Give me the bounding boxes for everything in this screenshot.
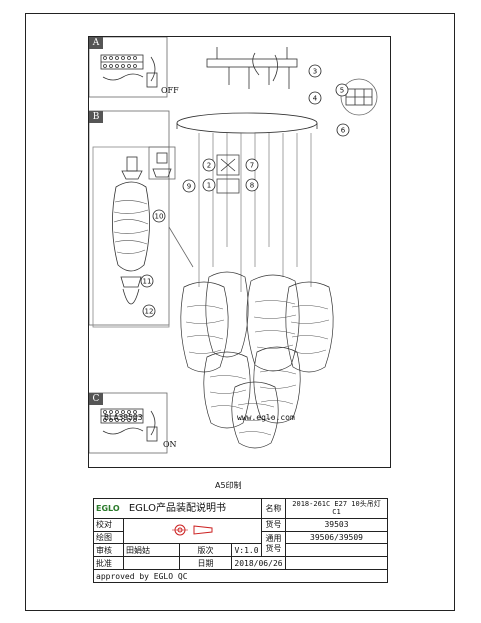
date-label: 日期 [179,556,232,571]
model-code: BLA39503 [104,413,143,422]
socket-zoom [148,146,176,180]
draw-value: 田娟姑 [123,543,180,558]
assembly-illustration: 3 4 5 6 2 7 1 8 9 10 11 12 OFF ON [89,37,378,454]
callout-12: 12 [145,308,154,316]
ceiling-bracket [206,58,298,68]
shade-swirls [185,300,330,436]
wires-a [102,73,144,81]
glass-shades [180,271,334,449]
callout-3: 3 [313,68,317,76]
bracket-wire-2 [272,54,278,82]
projection-symbol [123,517,262,545]
switch-off-label: OFF [161,86,179,95]
glass-shade-detail [112,181,150,272]
item-no-label: 货号 [261,517,286,532]
section-c-box [89,392,168,454]
switch-off-icon [146,72,158,88]
cable-clamp-detail [216,154,240,176]
assembly-drawing: 3 4 5 6 2 7 1 8 9 10 11 12 OFF ON A B C [88,36,391,468]
callout-6: 6 [341,127,346,135]
website-link[interactable]: www.eglo.com [237,413,295,422]
callout-5: 5 [340,87,344,95]
callout-10: 10 [155,213,164,221]
bulb [122,288,140,305]
review-label: 审核 [93,543,124,558]
version-label: 版次 [179,543,232,558]
callout-11: 11 [143,278,152,286]
socket-top [126,156,138,172]
date-value: 2018/06/26 [231,556,286,571]
callout-7: 7 [250,162,254,170]
terminal-screws-a [103,56,137,68]
section-b-label: B [89,111,103,123]
universal-label: 通用货号 [261,530,286,558]
item-no-value: 39503 [285,517,388,532]
callout-markers [140,64,350,318]
universal-value: 39506/39509 [285,530,388,545]
callout-8: 8 [250,182,254,190]
section-a-box [89,37,168,98]
connector-zoom [340,78,378,116]
canopy-plate [176,112,318,134]
section-c-label: C [89,393,103,405]
callout-2: 2 [207,162,211,170]
projection-icon [171,524,212,536]
switch-on-label: ON [163,440,177,449]
doc-header: EGLO EGLO产品装配说明书 [93,498,262,519]
name-label: 名称 [261,498,286,519]
callout-1: 1 [207,182,211,190]
lamp-bulb-cap [120,276,142,288]
draw-label: 绘图 [93,530,124,545]
document-title: EGLO产品装配说明书 [128,502,226,514]
callout-4: 4 [313,95,318,103]
approve-label: 批准 [93,556,124,571]
callout-9: 9 [187,183,191,191]
eglo-logo: EGLO [96,503,120,513]
section-a-label: A [89,37,103,49]
bracket-wire [252,52,260,76]
switch-on-icon [146,426,158,442]
approved-by: approved by EGLO QC [93,569,388,583]
check-label: 校对 [93,517,124,532]
version-value: V:1.0 [231,543,262,558]
suspension-cables [198,133,312,292]
page-size-note: A5印制 [215,481,242,490]
arrow-a [150,56,156,82]
page-border [25,13,455,611]
